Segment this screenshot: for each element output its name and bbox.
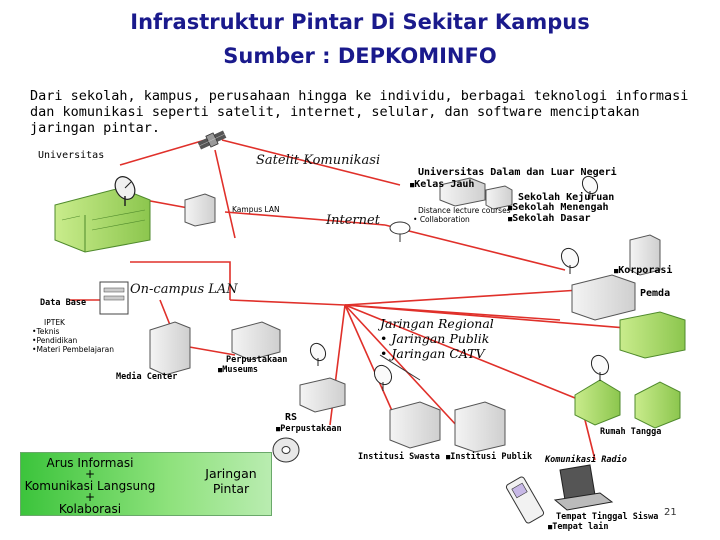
link-satelit-kampus	[214, 149, 236, 239]
link-hub-pemda	[344, 289, 581, 306]
title-line-1: Infrastruktur Pintar Di Sekitar Kampus	[130, 10, 590, 34]
iptek-list: Teknis Pendidikan Materi Pembelajaran	[32, 327, 114, 354]
universitas-building-icon	[54, 187, 151, 253]
label-pemda: Pemda	[640, 288, 671, 299]
page-number: 21	[664, 507, 677, 518]
label-sekolah-menengah: Sekolah Menengah	[508, 202, 608, 213]
right-building-icon	[619, 311, 686, 359]
regional-item: Jaringan Regional	[380, 316, 494, 331]
iptek-item: Teknis	[32, 327, 114, 336]
kampus-lan-building-icon	[184, 193, 216, 227]
summary-result-1: Jaringan	[205, 466, 257, 481]
iptek-item: Pendidikan	[32, 336, 114, 345]
label-data-base: Data Base	[40, 298, 87, 308]
rs-building-icon	[299, 377, 346, 413]
satellite-dish-icon	[560, 247, 580, 274]
intro-text: Dari sekolah, kampus, perusahaan hingga …	[30, 88, 689, 136]
summary-left: Arus Informasi + Komunikasi Langsung + K…	[20, 456, 160, 516]
link-kampus-internet	[224, 211, 386, 226]
label-tempat-tinggal: Tempat Tinggal Siswa	[556, 512, 659, 522]
summary-line-2: Komunikasi Langsung	[24, 479, 156, 493]
summary-box	[20, 452, 272, 516]
label-rs: RS	[285, 412, 298, 423]
summary-line-1: Arus Informasi	[46, 456, 134, 470]
institusi-publik-building-icon	[454, 401, 506, 453]
label-iptek: IPTEK	[44, 318, 65, 327]
label-korporasi: Korporasi	[614, 265, 672, 276]
label-univ-luar: Universitas Dalam dan Luar Negeri	[418, 167, 617, 178]
summary-result: Jaringan Pintar	[196, 466, 266, 496]
satellite-dish-icon	[373, 364, 393, 391]
link-regional-pointer	[379, 354, 421, 381]
regional-item: • Jaringan Publik	[380, 331, 490, 346]
summary-plus: +	[84, 490, 96, 504]
label-rumah-tangga: Rumah Tangga	[600, 427, 662, 437]
satellite-dish-icon	[309, 342, 327, 366]
satellite-dish-icon	[581, 175, 599, 199]
label-internet: Internet	[326, 213, 380, 228]
label-museums: Museums	[218, 365, 258, 375]
satellite-dish-icon	[114, 176, 136, 206]
label-perpustakaan: Perpustakaan	[226, 355, 288, 365]
pemda-building-icon	[571, 274, 636, 321]
title-line-2: Sumber : DEPKOMINFO	[223, 44, 497, 68]
satellite-icon	[197, 130, 227, 150]
satellite-dish-icon	[590, 354, 610, 381]
iptek-item: Materi Pembelajaran	[32, 345, 114, 354]
label-media-center: Media Center	[116, 372, 178, 382]
label-universitas: Universitas	[38, 150, 105, 161]
label-satelit-komunikasi: Satelit Komunikasi	[256, 153, 381, 168]
label-kelas-jauh: Kelas Jauh	[410, 179, 474, 190]
summary-result-2: Pintar	[212, 481, 250, 496]
mobile-phone-icon	[505, 476, 545, 524]
internet-icon	[389, 221, 411, 242]
summary-plus: +	[84, 467, 96, 481]
label-institusi-publik: Institusi Publik	[446, 452, 532, 462]
link-hub-rumah	[344, 304, 581, 401]
database-server-icon	[99, 281, 129, 315]
label-komunikasi-radio: Komunikasi Radio	[545, 455, 627, 465]
regional-network-list: Jaringan Regional • Jaringan Publik • Ja…	[380, 316, 494, 361]
link-hub-right	[344, 304, 651, 331]
label-institusi-swasta: Institusi Swasta	[358, 452, 440, 462]
summary-line-3: Kolaborasi	[58, 502, 122, 516]
label-kampus-lan: Kampus LAN	[232, 205, 280, 214]
label-on-campus-lan: On-campus LAN	[130, 282, 238, 297]
link-lan-hub	[229, 299, 346, 306]
label-sekolah-dasar: Sekolah Dasar	[508, 213, 590, 224]
media-center-building-icon	[149, 321, 191, 376]
laptop-icon	[553, 464, 614, 511]
label-distance-lecture: Distance lecture courses	[418, 206, 511, 215]
rumah-tangga-house-icon	[574, 379, 681, 429]
label-collaboration: • Collaboration	[413, 215, 470, 224]
red-links	[70, 139, 651, 461]
disc-icon	[272, 437, 300, 463]
institusi-swasta-building-icon	[389, 401, 441, 449]
label-tempat-lain: Tempat lain	[548, 522, 608, 532]
link-campus-lan	[130, 261, 231, 300]
label-perpustakaan-2: Perpustakaan	[276, 424, 341, 434]
perpustakaan-building-icon	[231, 321, 281, 361]
link-satelit-univ-luar	[221, 139, 401, 186]
regional-item: • Jaringan CATV	[380, 346, 485, 361]
link-univ-satelit	[119, 139, 206, 166]
label-sekolah-kejuruan: Sekolah Kejuruan	[518, 192, 615, 203]
link-internet-korporasi	[384, 224, 566, 271]
